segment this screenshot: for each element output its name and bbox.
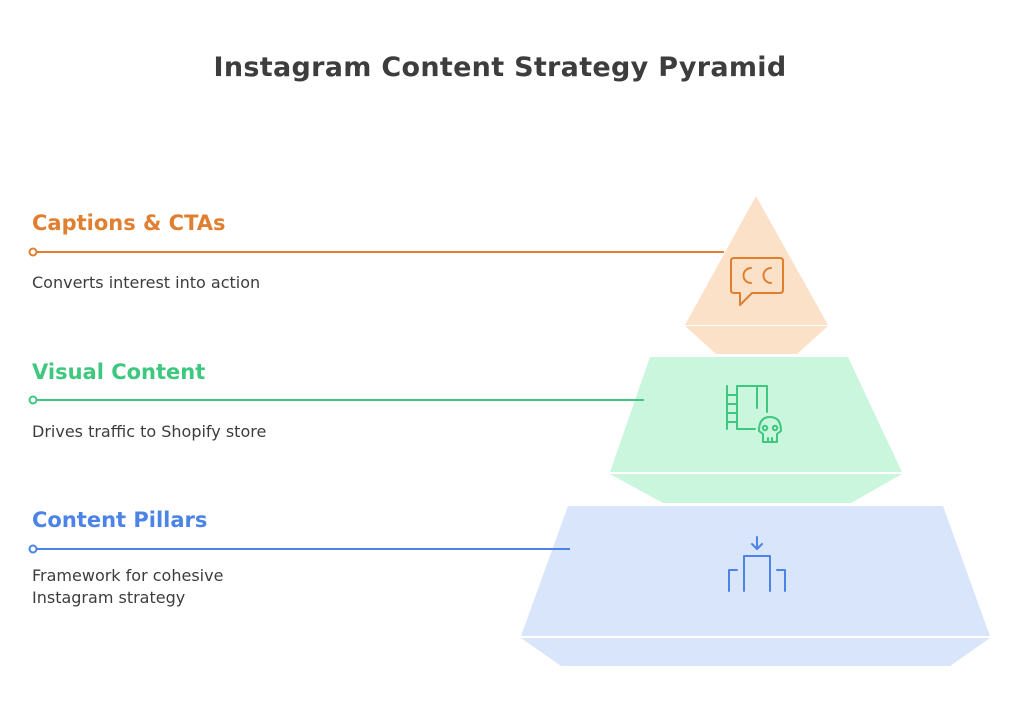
level-middle-description: Drives traffic to Shopify store [32,422,267,441]
pyramid-level-bottom [521,506,990,666]
level-top-title: Captions & CTAs [32,211,226,235]
closed-captions-icon [730,257,784,306]
level-bottom-description: Framework for cohesive Instagram strateg… [32,566,224,607]
pillars-icon [728,536,786,592]
film-skull-icon [726,385,782,443]
connector-middle [28,395,644,405]
connector-bottom [28,544,570,554]
level-middle-title: Visual Content [32,360,206,384]
pyramid-level-middle [610,357,902,503]
page-title: Instagram Content Strategy Pyramid [213,52,787,83]
level-bottom-title: Content Pillars [32,508,208,532]
connector-top [28,247,724,257]
level-top-description: Converts interest into action [32,273,261,292]
pyramid-level-top [685,196,828,354]
